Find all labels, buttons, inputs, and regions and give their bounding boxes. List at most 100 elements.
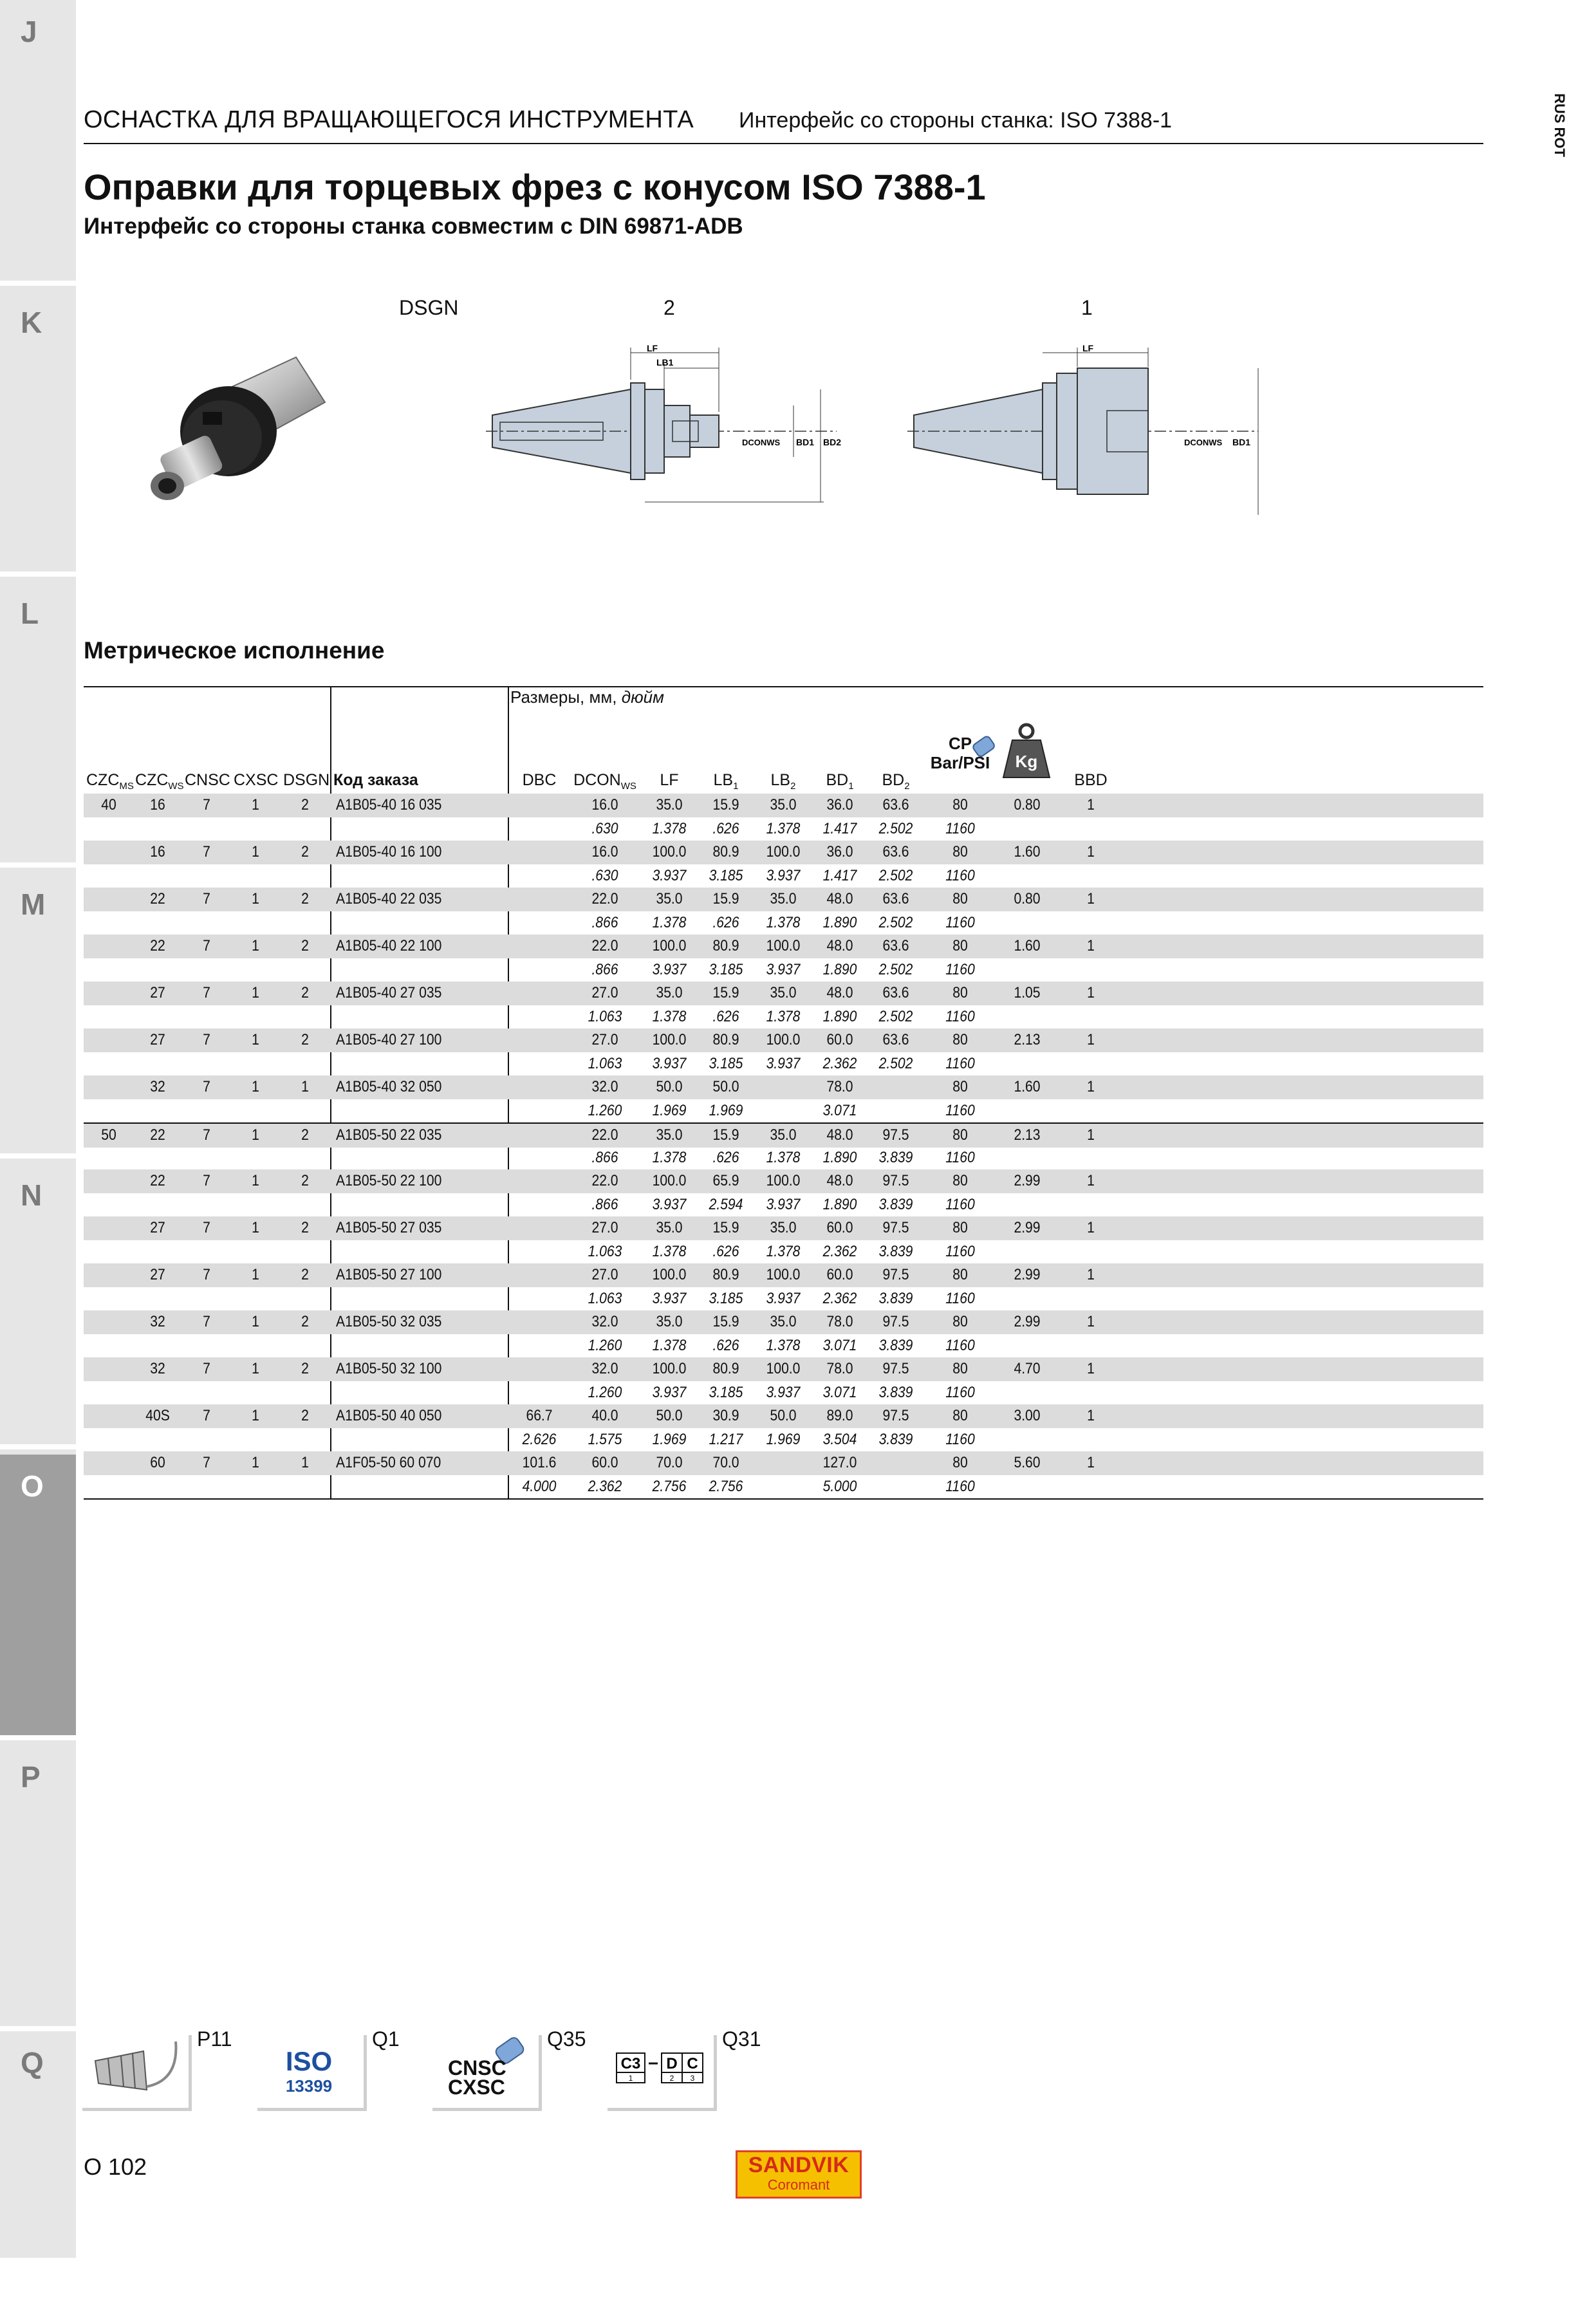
cell-bbd: 1 <box>1087 796 1095 814</box>
side-tab-j[interactable]: J <box>0 0 76 286</box>
cell-bbd: 1 <box>1087 1454 1095 1471</box>
ref-card-iso13399[interactable]: ISO 13399 <box>257 2035 367 2111</box>
cell-dcon: 22.0 <box>591 937 618 954</box>
cell-lb1: 15.9 <box>712 984 739 1001</box>
cell-cp-inch: 1160 <box>945 1336 975 1354</box>
cell-lb2: 35.0 <box>770 1313 797 1330</box>
cell-cp: 80 <box>952 1078 968 1095</box>
cell-bd2: 63.6 <box>882 796 909 814</box>
cell-lb1: 80.9 <box>712 1360 739 1377</box>
cell-dbc <box>517 982 562 1005</box>
cell-bbd: 1 <box>1087 1360 1095 1377</box>
cell-lb1-inch: .626 <box>712 913 739 931</box>
cell-lf-inch: 1.378 <box>652 819 687 837</box>
side-tab-o[interactable]: O <box>0 1455 76 1740</box>
side-tab-m[interactable]: M <box>0 873 76 1158</box>
cell-bd2-inch: 3.839 <box>878 1289 913 1307</box>
cell-lb1: 65.9 <box>712 1172 739 1189</box>
cell-dbc-inch <box>517 1287 562 1311</box>
col-header-bbd: BBD <box>1074 771 1108 789</box>
cell-lb2-inch: 1.378 <box>766 819 801 837</box>
cell-dsgn: 2 <box>301 796 309 814</box>
cell-dbc-inch <box>517 864 562 888</box>
cell-lb1: 15.9 <box>712 1219 739 1236</box>
cell-dcon: 40.0 <box>591 1407 618 1424</box>
cell-bd2: 63.6 <box>882 843 909 861</box>
cell-cxsc: 1 <box>252 1031 259 1048</box>
col-header-cnsc: CNSC <box>185 771 230 789</box>
cell-bd1: 48.0 <box>826 984 853 1001</box>
cell-bbd: 1 <box>1087 1126 1095 1144</box>
cell-cnsc: 7 <box>203 1454 210 1471</box>
cell-dbc <box>517 1169 562 1193</box>
cell-code: A1B05-40 22 035 <box>336 890 442 907</box>
cell-dcon-inch: 2.362 <box>588 1477 622 1495</box>
cell-dsgn: 2 <box>301 1172 309 1189</box>
cell-cp-inch: 1160 <box>945 1148 975 1166</box>
cell-dbc-inch: 2.626 <box>522 1430 557 1448</box>
ref-card-collets[interactable] <box>82 2035 192 2111</box>
cell-dbc: 66.7 <box>526 1407 553 1424</box>
side-tab-q[interactable]: Q <box>0 2031 76 2317</box>
cell-cnsc: 7 <box>203 1266 210 1283</box>
cell-bd2-inch <box>873 1099 918 1123</box>
cell-czcms <box>92 841 126 864</box>
ref-page-q31[interactable]: Q31 <box>722 2027 761 2051</box>
cell-bd1-inch: 1.890 <box>822 1148 857 1166</box>
bd1-dim-label: BD1 <box>796 437 814 447</box>
cell-lb1-inch: .626 <box>712 819 739 837</box>
cell-czcws: 27 <box>150 1266 165 1283</box>
side-tab-n[interactable]: N <box>0 1164 76 1449</box>
cell-dsgn: 2 <box>301 1313 309 1330</box>
cell-czcms <box>92 935 126 958</box>
ref-page-p11[interactable]: P11 <box>197 2027 232 2051</box>
cell-dsgn: 2 <box>301 984 309 1001</box>
cell-bd1: 48.0 <box>826 1126 853 1144</box>
side-tab-k[interactable]: K <box>0 291 76 577</box>
cell-cxsc: 1 <box>252 984 259 1001</box>
cell-bd2: 97.5 <box>882 1219 909 1236</box>
cell-czcws: 22 <box>150 890 165 907</box>
cell-cnsc: 7 <box>203 1360 210 1377</box>
cell-czcms: 50 <box>101 1126 116 1144</box>
cell-bd2: 97.5 <box>882 1126 909 1144</box>
cell-dbc <box>517 1263 562 1287</box>
cell-lb1-inch: .626 <box>712 1148 739 1166</box>
cell-dsgn: 2 <box>301 1360 309 1377</box>
ref-page-q1[interactable]: Q1 <box>372 2027 400 2051</box>
cell-cp-inch: 1160 <box>945 1054 975 1072</box>
col-header-dbc: DBC <box>522 771 557 789</box>
ref-page-q35[interactable]: Q35 <box>547 2027 586 2051</box>
ref-card-code-key[interactable]: C3 1 D C 2 3 <box>608 2035 717 2111</box>
side-tab-p[interactable]: P <box>0 1745 76 2031</box>
cell-code: A1B05-50 22 100 <box>336 1172 442 1189</box>
cell-wt: 2.99 <box>1014 1313 1041 1330</box>
cell-lb2 <box>761 1075 806 1099</box>
table-top-rule <box>84 686 1483 687</box>
bd1-dim-label: BD1 <box>1232 437 1250 447</box>
ref-card-cnsc-cxsc[interactable]: CNSC CXSC <box>432 2035 542 2111</box>
cell-code: A1B05-40 27 035 <box>336 984 442 1001</box>
cell-bd2-inch: 2.502 <box>878 960 913 978</box>
cell-cnsc: 7 <box>203 1313 210 1330</box>
cell-bd1-inch: 2.362 <box>822 1054 857 1072</box>
section-title: Метрическое исполнение <box>84 637 385 664</box>
cell-dcon: 27.0 <box>591 1031 618 1048</box>
side-tab-l[interactable]: L <box>0 582 76 868</box>
cell-dsgn: 2 <box>301 890 309 907</box>
catalog-interface-title: Интерфейс со стороны станка: ISO 7388-1 <box>739 108 1173 133</box>
cell-cp: 80 <box>952 843 968 861</box>
cell-cxsc: 1 <box>252 1454 259 1471</box>
svg-text:2: 2 <box>670 2074 674 2083</box>
cell-cxsc: 1 <box>252 890 259 907</box>
cell-dbc <box>517 935 562 958</box>
cell-bd2-inch: 3.839 <box>878 1430 913 1448</box>
